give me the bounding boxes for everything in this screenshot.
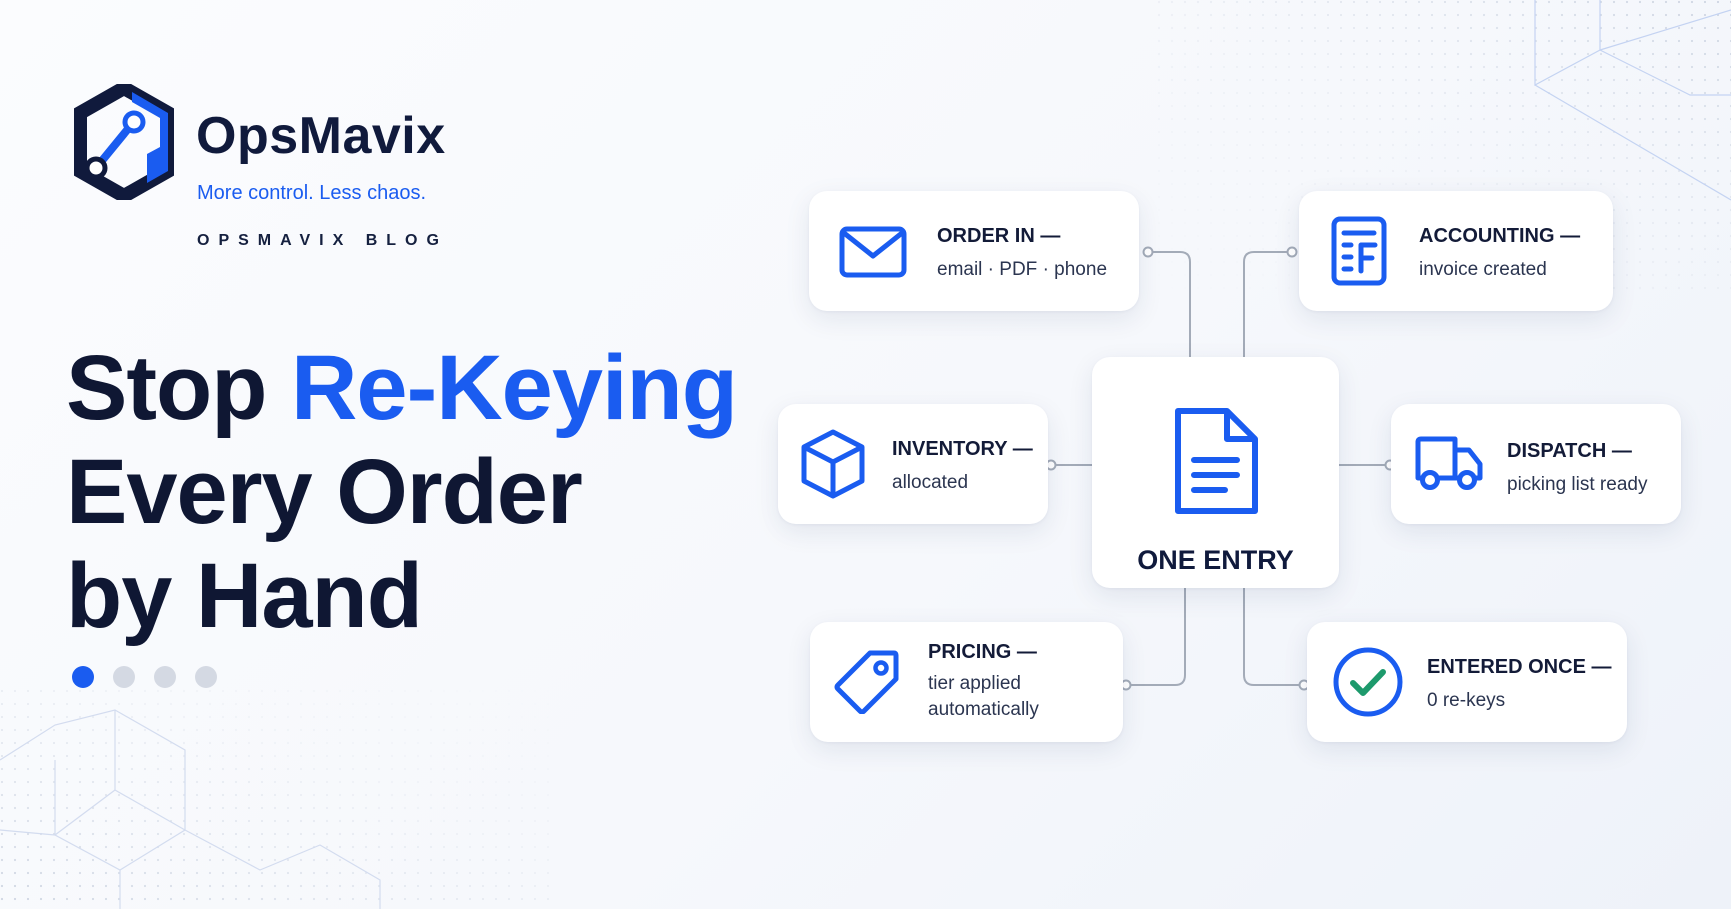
center-card-one-entry: ONE ENTRY bbox=[1092, 357, 1339, 588]
card-subtitle: email · PDF · phone bbox=[937, 259, 1108, 280]
card-subtitle: allocated bbox=[892, 472, 969, 493]
document-icon bbox=[1175, 408, 1258, 514]
card-subtitle: tier applied automatically bbox=[928, 673, 1039, 720]
headline-line-2: Every Order bbox=[66, 441, 583, 543]
tag-icon bbox=[834, 650, 899, 714]
connector-node-order-in bbox=[1142, 246, 1154, 258]
center-label: ONE ENTRY bbox=[1137, 545, 1294, 575]
card-title: PRICING — bbox=[928, 641, 1037, 663]
card-dispatch: DISPATCH — picking list ready bbox=[1391, 404, 1681, 524]
invoice-icon bbox=[1331, 216, 1387, 286]
brand-name: OpsMavix bbox=[196, 107, 446, 165]
headline: Stop Re-Keying Every Order by Hand bbox=[66, 336, 738, 648]
connector-entered-once bbox=[1243, 588, 1304, 686]
headline-line-1: Stop Re-Keying bbox=[66, 336, 738, 440]
box-icon bbox=[801, 429, 865, 499]
connector-pricing bbox=[1126, 588, 1186, 686]
card-title: DISPATCH — bbox=[1507, 440, 1632, 462]
card-subtitle: picking list ready bbox=[1507, 474, 1648, 495]
mail-icon bbox=[839, 226, 907, 278]
connector-node-accounting bbox=[1286, 246, 1298, 258]
card-title: ENTERED ONCE — bbox=[1427, 656, 1612, 678]
connector-order-in bbox=[1148, 251, 1191, 357]
carousel-dot[interactable] bbox=[72, 666, 94, 688]
card-order-in: ORDER IN — email · PDF · phone bbox=[809, 191, 1139, 311]
card-title: INVENTORY — bbox=[892, 438, 1033, 460]
headline-line-1-accent: Re-Keying bbox=[290, 337, 738, 439]
card-accounting: ACCOUNTING — invoice created bbox=[1299, 191, 1613, 311]
card-subtitle: invoice created bbox=[1419, 259, 1547, 280]
connector-accounting bbox=[1243, 251, 1292, 357]
carousel-dot[interactable] bbox=[113, 666, 135, 688]
carousel-dot[interactable] bbox=[154, 666, 176, 688]
card-inventory: INVENTORY — allocated bbox=[778, 404, 1048, 524]
card-entered-once: ENTERED ONCE — 0 re-keys bbox=[1307, 622, 1627, 742]
blog-label: OPSMAVIX BLOG bbox=[197, 232, 448, 249]
card-title: ACCOUNTING — bbox=[1419, 225, 1581, 247]
card-title: ORDER IN — bbox=[937, 225, 1061, 247]
brand-tagline: More control. Less chaos. bbox=[197, 182, 426, 204]
card-pricing: PRICING — tier applied automatically bbox=[810, 622, 1123, 742]
headline-line-3: by Hand bbox=[66, 545, 423, 647]
truck-icon bbox=[1415, 436, 1483, 490]
check-circle-icon bbox=[1333, 647, 1403, 717]
card-subtitle: 0 re-keys bbox=[1427, 690, 1506, 711]
carousel-dot[interactable] bbox=[195, 666, 217, 688]
opsmavix-logo-icon bbox=[73, 79, 175, 205]
headline-line-1-plain: Stop bbox=[66, 337, 291, 439]
carousel-dots bbox=[72, 666, 217, 688]
